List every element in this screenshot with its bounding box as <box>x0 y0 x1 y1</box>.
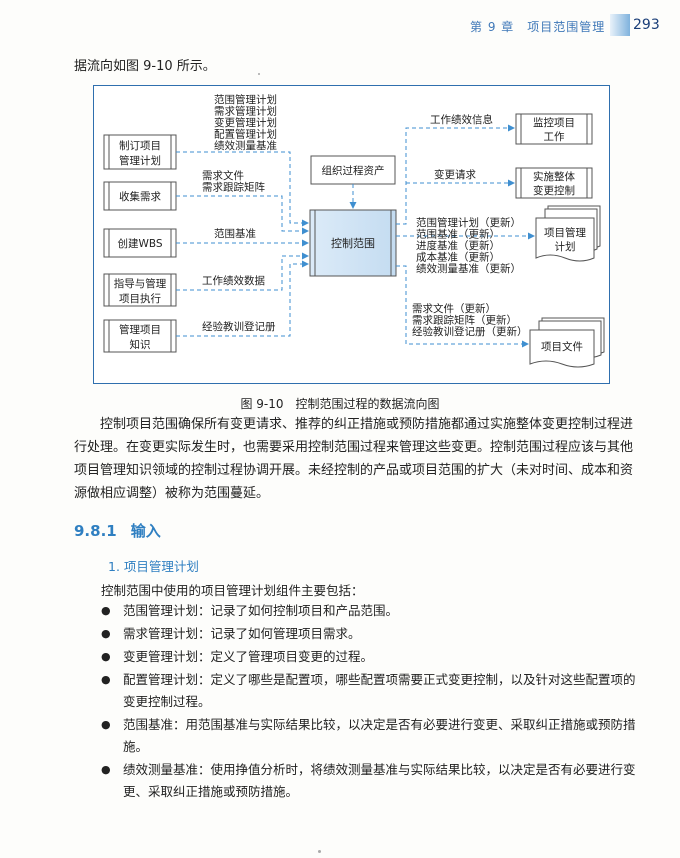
text-line: 实施整体 <box>533 170 575 183</box>
output-doc-project-documents: 项目文件 <box>529 317 605 368</box>
output-label: 项目文件 <box>541 340 583 353</box>
flow-line <box>176 195 309 235</box>
text-line: 工作绩效数据 <box>202 274 265 287</box>
speck <box>258 73 260 75</box>
text-line: 需求管理计划 <box>214 105 277 118</box>
input-flow-label: 工作绩效数据 <box>202 274 265 287</box>
speck <box>318 850 321 853</box>
list-item: 配置管理计划：定义了哪些是配置项，哪些配置项需要正式变更控制，以及针对这些配置项… <box>101 669 641 713</box>
input-box-create-wbs: 创建WBS <box>103 228 177 258</box>
input-label: 创建WBS <box>117 237 162 250</box>
chapter-header: 第 9 章 项目范围管理 <box>470 20 606 34</box>
header-accent <box>610 14 630 36</box>
output-flow-label: 范围管理计划（更新）范围基准（更新）进度基准（更新）成本基准（更新）绩效测量基准… <box>416 216 521 275</box>
bullet-list: 范围管理计划：记录了如何控制项目和产品范围。 需求管理计划：记录了如何管理项目需… <box>101 600 641 804</box>
list-item: 需求管理计划：记录了如何管理项目需求。 <box>101 623 641 645</box>
page-number: 293 <box>633 17 660 33</box>
flow-line <box>396 124 515 225</box>
output-box-integrated-change-control: 实施整体变更控制 <box>515 167 593 199</box>
text-line: 管理计划 <box>119 154 161 167</box>
input-label: 指导与管理项目执行 <box>114 277 167 305</box>
input-flow-label: 需求文件需求跟踪矩阵 <box>202 169 265 194</box>
list-item: 变更管理计划：定义了管理项目变更的过程。 <box>101 646 641 668</box>
section-heading: 9.8.1 输入 <box>74 520 161 541</box>
text-line: 监控项目 <box>533 116 575 129</box>
text-line: 知识 <box>130 338 151 351</box>
output-label: 项目管理计划 <box>544 226 586 253</box>
text-line: 需求文件 <box>202 169 244 182</box>
text-line: 收集需求 <box>119 190 161 203</box>
center-label: 控制范围 <box>331 236 375 250</box>
text-line: 项目执行 <box>119 292 161 305</box>
text-line: 经验教训登记册（更新） <box>412 325 528 338</box>
flow-line <box>396 265 529 348</box>
input-flow-label: 经验教训登记册 <box>202 320 276 333</box>
input-flow-label: 范围基准 <box>214 227 256 240</box>
list-item: 绩效测量基准：使用挣值分析时，将绩效测量基准与实际结果比较，以决定是否有必要进行… <box>101 759 641 803</box>
text-line: 管理项目 <box>119 323 161 336</box>
output-label: 监控项目工作 <box>533 116 575 143</box>
intro-text: 据流向如图 9-10 所示。 <box>74 59 216 74</box>
figure-caption: 图 9-10 控制范围过程的数据流向图 <box>240 397 440 411</box>
output-flow-label: 工作绩效信息 <box>430 113 493 126</box>
body-paragraph: 控制项目范围确保所有变更请求、推荐的纠正措施或预防措施都通过实施整体变更控制过程… <box>74 417 634 501</box>
text-line: 变更请求 <box>434 168 476 181</box>
control-scope-process: 控制范围 <box>309 209 397 277</box>
input-label: 管理项目知识 <box>119 323 161 351</box>
text-line: 项目管理 <box>544 226 586 239</box>
text-line: 范围基准 <box>214 227 256 240</box>
text-line: 指导与管理 <box>114 277 167 290</box>
text-line: 需求文件（更新） <box>412 302 496 315</box>
output-flow-label: 需求文件（更新）需求跟踪矩阵（更新）经验教训登记册（更新） <box>412 302 528 338</box>
org-process-assets-box: 组织过程资产 <box>310 155 396 185</box>
list-item: 范围基准：用范围基准与实际结果比较，以决定是否有必要进行变更、采取纠正措施或预防… <box>101 714 641 758</box>
text-line: 成本基准（更新） <box>416 251 500 264</box>
input-label: 制订项目管理计划 <box>119 139 161 167</box>
text-line: 范围基准（更新） <box>416 228 500 241</box>
flow-line <box>176 260 309 337</box>
text-line: 创建WBS <box>117 237 162 250</box>
section-title: 输入 <box>130 522 161 540</box>
flow-diagram: 制订项目管理计划 收集需求 创建WBS 指导与管理项目执行 管理项目知识 组织过… <box>103 93 605 368</box>
text-line: 变更管理计划 <box>214 116 277 129</box>
text-line: 制订项目 <box>119 139 161 152</box>
output-box-monitor-work: 监控项目工作 <box>515 113 593 145</box>
text-line: 需求跟踪矩阵 <box>202 181 265 194</box>
input-label: 收集需求 <box>119 190 161 203</box>
lead-text: 控制范围中使用的项目管理计划组件主要包括： <box>101 583 364 598</box>
flow-line <box>176 252 309 291</box>
input-box-manage-knowledge: 管理项目知识 <box>103 319 177 353</box>
text-line: 进度基准（更新） <box>416 239 500 252</box>
text-line: 工作 <box>544 131 565 143</box>
input-box-collect-requirements: 收集需求 <box>103 181 177 211</box>
text-line: 绩效测量基准（更新） <box>416 262 521 275</box>
org-assets-label: 组织过程资产 <box>322 164 385 177</box>
output-flow-label: 变更请求 <box>434 168 476 181</box>
input-box-develop-plan: 制订项目管理计划 <box>103 134 177 170</box>
text-line: 组织过程资产 <box>322 164 385 177</box>
text-line: 项目文件 <box>541 340 583 353</box>
text-line: 范围管理计划（更新） <box>416 216 521 229</box>
list-item: 范围管理计划：记录了如何控制项目和产品范围。 <box>101 600 641 622</box>
output-doc-project-plan: 项目管理计划 <box>535 205 601 262</box>
text-line: 范围管理计划 <box>214 93 277 106</box>
text-line: 配置管理计划 <box>214 128 277 141</box>
subsection-heading: 1. 项目管理计划 <box>108 559 199 574</box>
text-line: 计划 <box>555 240 576 253</box>
flow-line <box>176 151 309 227</box>
text-line: 变更控制 <box>533 184 575 197</box>
data-flow-figure: 制订项目管理计划 收集需求 创建WBS 指导与管理项目执行 管理项目知识 组织过… <box>93 85 610 384</box>
section-number: 9.8.1 <box>74 522 117 540</box>
text-line: 经验教训登记册 <box>202 320 276 333</box>
input-flow-label: 范围管理计划需求管理计划变更管理计划配置管理计划绩效测量基准 <box>214 93 277 152</box>
text-line: 控制范围 <box>331 236 375 250</box>
output-label: 实施整体变更控制 <box>533 170 575 197</box>
text-line: 绩效测量基准 <box>214 139 277 152</box>
input-box-direct-manage-work: 指导与管理项目执行 <box>103 273 177 307</box>
text-line: 需求跟踪矩阵（更新） <box>412 314 517 327</box>
text-line: 工作绩效信息 <box>430 113 493 126</box>
